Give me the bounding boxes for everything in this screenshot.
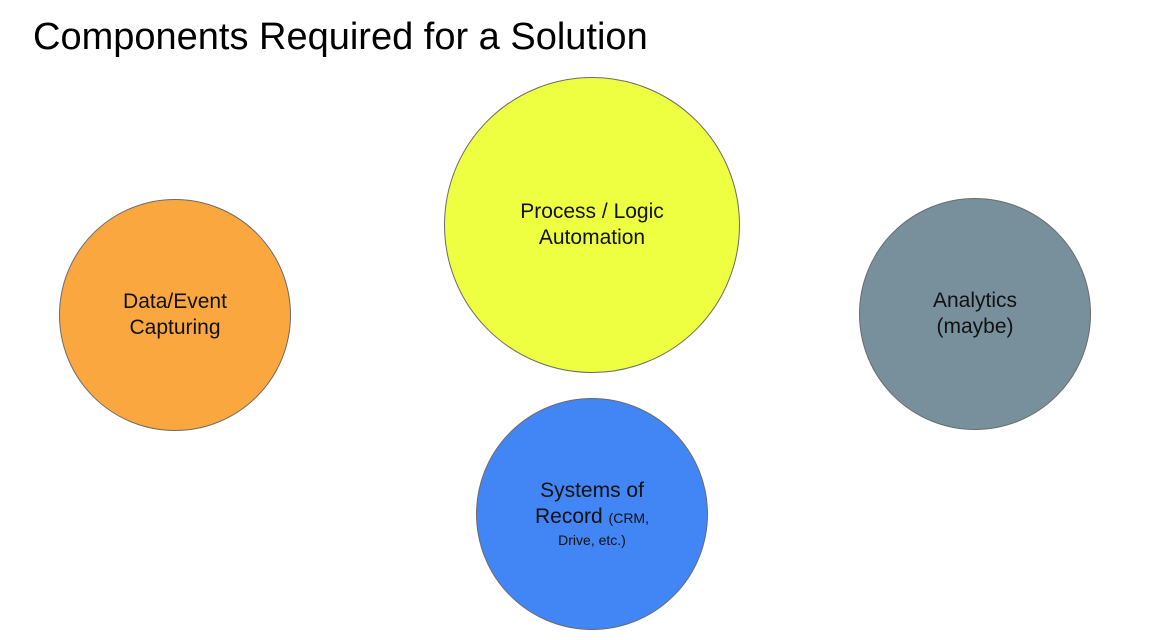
slide-title: Components Required for a Solution (33, 16, 648, 58)
circle-label-line1: Systems of (540, 479, 644, 502)
circle-label-line1: Process / Logic (520, 200, 664, 223)
circle-note-line1: (CRM, (608, 510, 649, 526)
circle-note-line2: Drive, etc.) (558, 532, 626, 548)
circle-process-logic-automation: Process / Logic Automation (444, 77, 740, 373)
circle-label-line2: Record (535, 505, 603, 528)
circle-systems-of-record: Systems of Record (CRM, Drive, etc.) (476, 398, 708, 630)
circle-data-event-capturing: Data/Event Capturing (59, 199, 291, 431)
circle-analytics: Analytics (maybe) (859, 198, 1091, 430)
circle-label-line2: (maybe) (936, 315, 1014, 338)
circle-label-line1: Analytics (932, 289, 1018, 312)
circle-label-line2: Automation (538, 226, 646, 249)
circle-label-line2: Capturing (129, 316, 221, 339)
circle-label-line1: Data/Event (123, 290, 227, 313)
